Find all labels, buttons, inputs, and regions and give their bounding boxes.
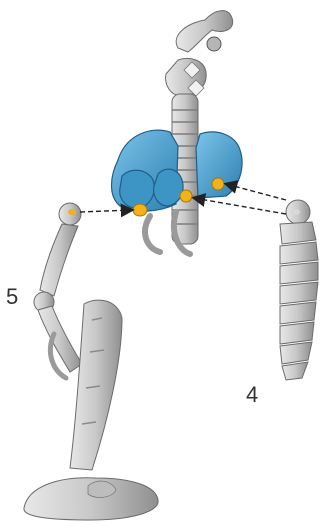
socket-center	[180, 190, 192, 202]
part-5-leg	[24, 203, 158, 520]
socket-right	[212, 178, 224, 190]
label-part-4: 4	[246, 382, 258, 407]
arrow-5-to-socket	[80, 210, 132, 212]
upper-arm-top	[166, 11, 233, 96]
part-4-tail	[280, 200, 318, 380]
arrow-4-to-socket-center	[194, 198, 286, 214]
label-part-5: 5	[6, 284, 18, 309]
socket-left	[133, 204, 147, 216]
arrow-4-to-socket-right	[226, 184, 286, 200]
